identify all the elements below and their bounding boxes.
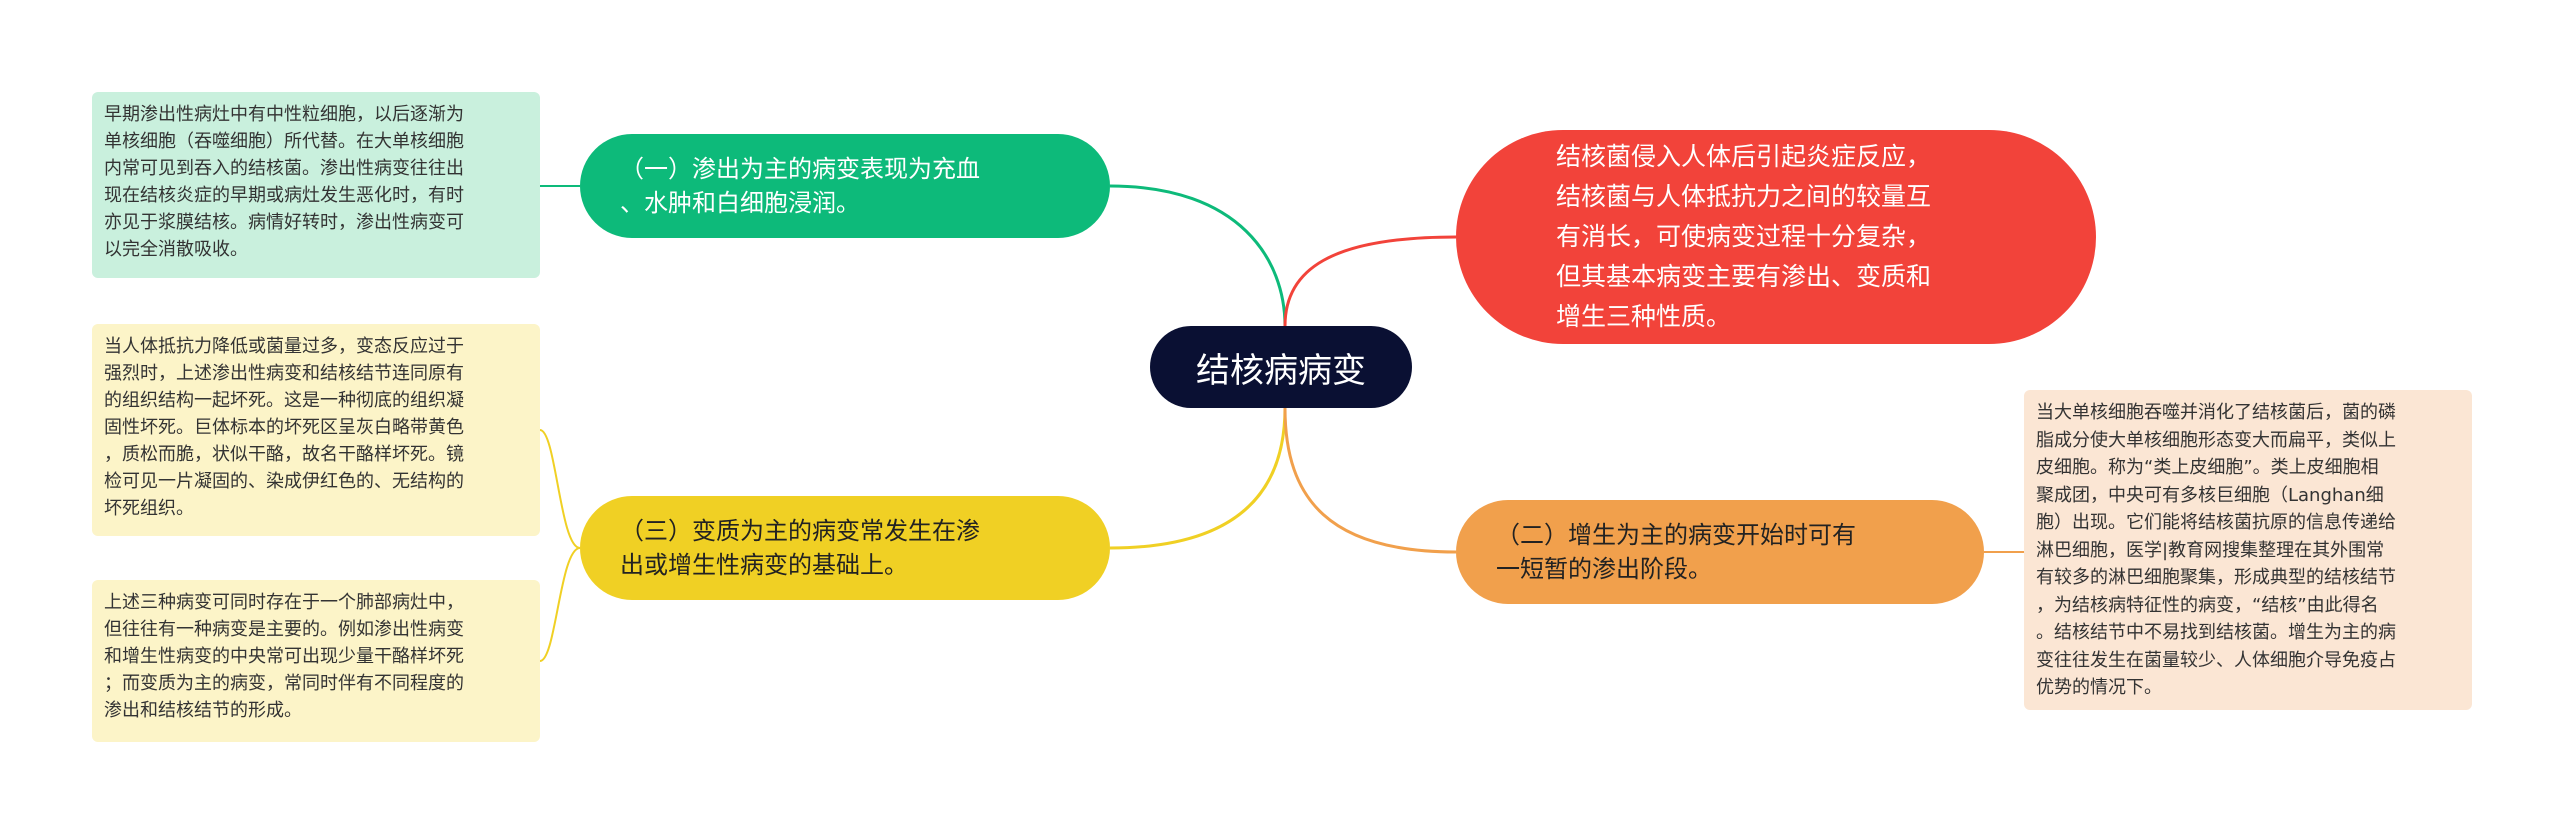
leaf-coexisting-lesions-detail[interactable]: 上述三种病变可同时存在于一个肺部病灶中， 但往往有一种病变是主要的。例如渗出性病… [92, 580, 540, 742]
connector-center-to-branch-3 [1109, 407, 1287, 550]
branch-exudative-lesion[interactable]: （一）渗出为主的病变表现为充血 、水肿和白细胞浸润。 [580, 134, 1110, 238]
connector-center-to-branch-2 [1283, 235, 1457, 327]
branch-degenerative-lesion[interactable]: （三）变质为主的病变常发生在渗 出或增生性病变的基础上。 [580, 496, 1110, 600]
central-topic[interactable]: 结核病病变 [1150, 326, 1412, 408]
leaf-tubercle-detail[interactable]: 当大单核细胞吞噬并消化了结核菌后，菌的磷 脂成分使大单核细胞形态变大而扁平，类似… [2024, 390, 2472, 710]
leaf-caseous-necrosis-detail[interactable]: 当人体抵抗力降低或菌量过多，变态反应过于 强烈时，上述渗出性病变和结核结节连同原… [92, 324, 540, 536]
branch-proliferative-lesion[interactable]: （二）增生为主的病变开始时可有 一短暂的渗出阶段。 [1456, 500, 1984, 604]
connector-center-to-branch-1 [1109, 184, 1287, 327]
connector-center-to-branch-4 [1283, 407, 1457, 554]
branch-overview[interactable]: 结核菌侵入人体后引起炎症反应， 结核菌与人体抵抗力之间的较量互 有消长，可使病变… [1456, 130, 2096, 344]
connector-branch-3-to-leaf-3b [539, 547, 581, 662]
connector-branch-3-to-leaf-3a [539, 429, 581, 549]
leaf-exudative-detail[interactable]: 早期渗出性病灶中有中性粒细胞，以后逐渐为 单核细胞（吞噬细胞）所代替。在大单核细… [92, 92, 540, 278]
